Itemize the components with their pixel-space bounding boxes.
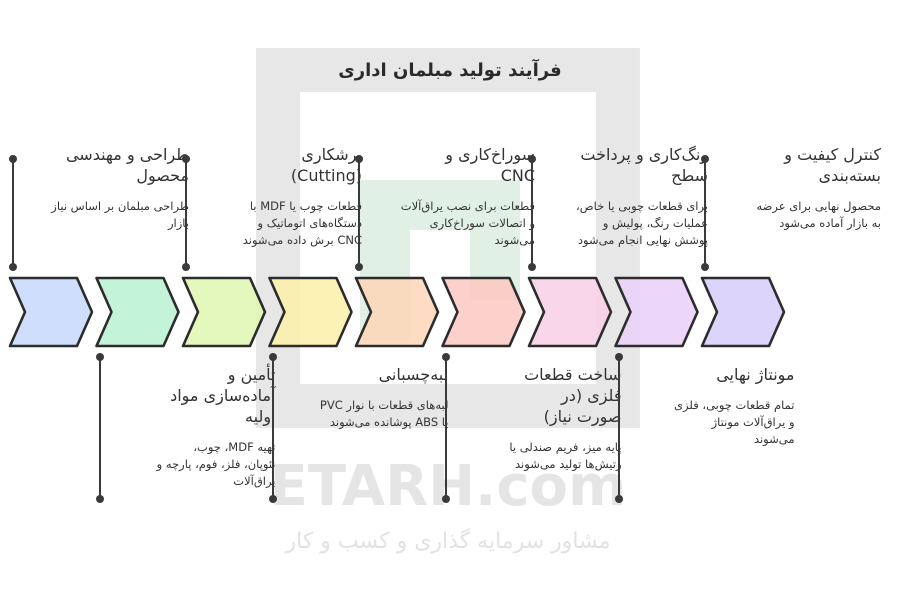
diagram-title: فرآیند تولید مبلمان اداری xyxy=(338,60,562,81)
step-connector-dot xyxy=(268,353,277,361)
step-connector-line xyxy=(271,356,274,500)
step-9: کنترل کیفیت و بسته‌بندی محصول نهایی برای … xyxy=(701,145,881,271)
step-description: پایه میز، فریم صندلی یا رتیش‌ها تولید می… xyxy=(509,440,622,471)
step-title: رنگ‌کاری و پرداخت سطح xyxy=(580,145,708,185)
chevron-step-1 xyxy=(8,276,94,348)
step-text: طراحی و مهندسی محصول طراحی مبلمان بر اساس… xyxy=(24,144,189,232)
step-text: ساخت قطعات فلزی (در صورت نیاز) پایه میز، … xyxy=(457,364,622,473)
step-connector-line xyxy=(98,356,101,500)
step-1: طراحی و مهندسی محصول طراحی مبلمان بر اساس… xyxy=(9,145,189,271)
step-connector-line xyxy=(444,356,447,500)
step-connector-dot xyxy=(355,263,363,271)
chevron-step-3 xyxy=(181,276,267,348)
step-connector-dot xyxy=(95,495,104,503)
step-description: تهیه MDF، چوب، نئوپان، فلز، فوم، پارچه و… xyxy=(156,440,276,488)
step-7: رنگ‌کاری و پرداخت سطح برای قطعات چوبی یا … xyxy=(528,145,708,271)
step-text: تأمین و آماده‌سازی مواد اولیه تهیه MDF، چ… xyxy=(111,364,276,490)
step-text: رنگ‌کاری و پرداخت سطح برای قطعات چوبی یا … xyxy=(543,144,708,249)
chevron-step-9 xyxy=(700,276,786,348)
watermark-brand: ETARH.com xyxy=(270,454,627,519)
step-title: سوراخ‌کاری و CNC xyxy=(445,145,535,185)
step-text: برشکاری (Cutting) قطعات چوب یا MDF با دست… xyxy=(197,144,362,249)
step-description: برای قطعات چوبی یا خاص، عملیات رنگ، پولی… xyxy=(576,199,708,247)
step-description: قطعات برای نصب یراق‌آلات و اتصالات سوراخ… xyxy=(400,199,535,247)
step-description: لبه‌های قطعات با نوار PVC یا ABS پوشانده… xyxy=(319,398,449,429)
step-connector-line xyxy=(358,158,360,268)
step-connector-dot xyxy=(614,495,623,503)
step-connector-dot xyxy=(182,155,190,163)
step-description: تمام قطعات چوبی، فلزی و یراق‌آلات مونتاژ… xyxy=(674,398,795,446)
step-connector-dot xyxy=(9,263,17,271)
step-connector-dot xyxy=(9,155,17,163)
watermark-frame xyxy=(256,48,640,428)
step-6: ساخت قطعات فلزی (در صورت نیاز) پایه میز، … xyxy=(441,353,622,503)
step-connector-dot xyxy=(614,353,623,361)
chevron-step-2 xyxy=(95,276,180,348)
step-connector-dot xyxy=(268,495,277,503)
step-connector-line xyxy=(704,158,706,268)
step-text: مونتاژ نهایی تمام قطعات چوبی، فلزی و یراق… xyxy=(630,364,795,448)
step-title: لبه‌چسبانی xyxy=(378,365,449,384)
step-connector-dot xyxy=(528,263,536,271)
step-connector-dot xyxy=(701,263,709,271)
step-4: لبه‌چسبانی لبه‌های قطعات با نوار PVC یا A… xyxy=(268,353,449,503)
step-title: برشکاری (Cutting) xyxy=(290,145,362,185)
step-3: برشکاری (Cutting) قطعات چوب یا MDF با دست… xyxy=(182,145,362,271)
step-connector-dot xyxy=(441,495,450,503)
step-connector-dot xyxy=(441,353,450,361)
step-text: سوراخ‌کاری و CNC قطعات برای نصب یراق‌آلات… xyxy=(370,144,535,249)
step-title: ساخت قطعات فلزی (در صورت نیاز) xyxy=(524,365,622,426)
chevron-step-7 xyxy=(527,276,613,348)
step-title: طراحی و مهندسی محصول xyxy=(65,145,189,185)
step-connector-line xyxy=(12,158,14,268)
step-connector-dot xyxy=(701,155,709,163)
chevron-step-5 xyxy=(354,276,440,348)
step-description: قطعات چوب یا MDF با دستگاه‌های اتوماتیک … xyxy=(242,199,362,247)
step-connector-dot xyxy=(95,353,104,361)
step-text: کنترل کیفیت و بسته‌بندی محصول نهایی برای … xyxy=(716,144,882,232)
step-connector-line xyxy=(185,158,187,268)
step-connector-dot xyxy=(528,155,536,163)
step-text: لبه‌چسبانی لبه‌های قطعات با نوار PVC یا A… xyxy=(284,364,449,431)
step-description: طراحی مبلمان بر اساس نیاز بازار xyxy=(51,199,189,230)
step-description: محصول نهایی برای عرضه به بازار آماده می‌… xyxy=(756,199,882,230)
chevron-step-4 xyxy=(268,276,353,348)
step-connector-dot xyxy=(182,263,190,271)
step-5: سوراخ‌کاری و CNC قطعات برای نصب یراق‌آلات… xyxy=(355,145,535,271)
step-connector-line xyxy=(617,356,620,500)
watermark-tagline: مشاور سرمایه گذاری و کسب و کار xyxy=(284,528,610,554)
step-title: کنترل کیفیت و بسته‌بندی xyxy=(784,145,881,185)
step-8: مونتاژ نهایی تمام قطعات چوبی، فلزی و یراق… xyxy=(614,353,795,503)
step-title: مونتاژ نهایی xyxy=(716,365,795,384)
chevron-step-6 xyxy=(441,276,526,348)
chevron-step-8 xyxy=(614,276,699,348)
step-connector-line xyxy=(531,158,533,268)
step-title: تأمین و آماده‌سازی مواد اولیه xyxy=(170,365,276,426)
step-connector-dot xyxy=(355,155,363,163)
step-2: تأمین و آماده‌سازی مواد اولیه تهیه MDF، چ… xyxy=(95,353,276,503)
